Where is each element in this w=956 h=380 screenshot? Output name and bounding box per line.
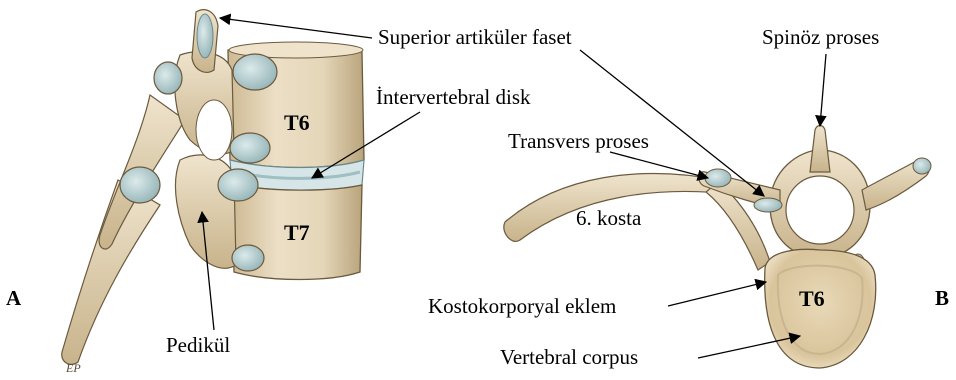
axial-vertebra-illustration (504, 126, 931, 369)
label-superior-facet: Superior artiküler faset (378, 25, 572, 49)
artist-signature: EP (65, 361, 81, 375)
panel-label-a: A (6, 286, 22, 310)
label-rib: 6. kosta (576, 206, 642, 230)
panel-label-b: B (935, 286, 949, 310)
arrow-spinous-process (820, 54, 826, 126)
arrow-superior-facet (220, 18, 372, 38)
label-pedicle: Pedikül (166, 333, 230, 357)
arrow-costocorporeal-joint (668, 282, 766, 306)
label-transverse-process: Transvers proses (508, 129, 649, 153)
vertebra-label-t7-lateral: T7 (284, 220, 310, 245)
vertebra-label-t6-axial: T6 (799, 286, 825, 311)
label-intervertebral-disk: İntervertebral disk (376, 85, 531, 109)
lateral-vertebra-illustration (62, 10, 364, 365)
label-spinous-process: Spinöz proses (762, 25, 879, 49)
label-vertebral-body: Vertebral corpus (500, 345, 638, 369)
vertebra-label-t6-lateral: T6 (284, 110, 310, 135)
label-costocorporeal-joint: Kostokorporyal eklem (428, 294, 616, 318)
